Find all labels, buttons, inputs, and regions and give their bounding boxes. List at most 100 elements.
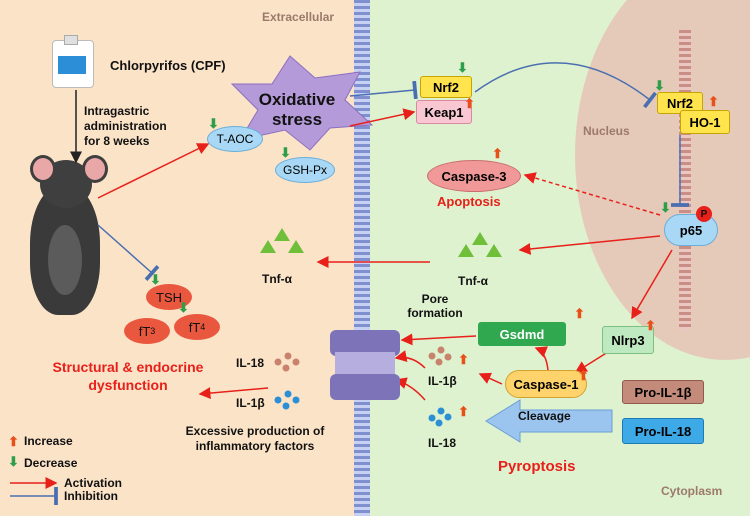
p65-to-nlrp3-arrow — [631, 249, 673, 320]
gsh-px-decrease-icon: ⬇ — [280, 145, 291, 160]
tnf-outer-triangle-3 — [288, 240, 304, 253]
ft4-label: fT — [188, 319, 201, 335]
il18-inner-dot — [444, 413, 452, 421]
caspase1-to-gsdmd-arrow — [534, 346, 549, 371]
il18-inner-label: IL-18 — [428, 436, 457, 450]
cleavage-arrow-shape — [485, 399, 613, 443]
legend-activation-label: Activation — [64, 476, 123, 490]
il1b-outer-dot — [292, 396, 300, 404]
tsh-node: TSH — [146, 284, 192, 310]
il-to-outcome-arrow — [198, 387, 269, 400]
il1b-to-membrane-arrow — [394, 350, 426, 369]
il1b-inner-dot — [437, 346, 445, 354]
oxidative-to-keap1-arrow — [349, 108, 416, 127]
caspase3-increase-icon: ⬆ — [492, 146, 503, 161]
mouse-to-oxidative-arrow — [97, 143, 210, 199]
oxidative-star-shape — [230, 55, 374, 151]
oxidative-line-2: stress — [271, 110, 323, 129]
cytoplasm-label: Cytoplasm — [661, 484, 723, 498]
pore-formation-label: Pore formation — [400, 292, 470, 320]
tnf-inner-triangle-3 — [486, 244, 502, 257]
gsdmd-to-pore-arrow — [400, 333, 477, 346]
gsh-px-node: GSH-Px — [275, 157, 335, 183]
il18-increase-icon: ⬆ — [458, 404, 469, 419]
tnf-outer-triangle-1 — [274, 228, 290, 241]
pore-channel-top — [330, 330, 400, 356]
il1b-outer-dot — [274, 396, 282, 404]
route-line-1: Intragastric — [84, 104, 150, 118]
outcome-line-2: dysfunction — [88, 377, 168, 393]
excess-line-2: inflammatory factors — [195, 439, 315, 453]
outcome-line-1: Structural & endocrine — [52, 359, 204, 375]
il18-outer-label: IL-18 — [236, 356, 265, 370]
il18-inner-dot — [428, 414, 436, 422]
il18-outer-dot — [292, 358, 300, 366]
pro-il1b-node: Pro-IL-1β — [622, 380, 704, 404]
keap1-node: Keap1 — [416, 100, 472, 124]
route-label: Intragastric administration for 8 weeks — [84, 104, 167, 149]
ho1-increase-icon: ⬆ — [708, 94, 719, 109]
mouse-belly-icon — [48, 225, 82, 295]
ft3-label: fT — [138, 323, 151, 339]
il1b-outer-dot — [284, 390, 292, 398]
mouse-right-ear-icon — [82, 155, 108, 183]
nrf2-to-nucleus-inhibition — [474, 62, 658, 109]
il18-to-membrane-arrow — [394, 377, 426, 401]
route-line-3: for 8 weeks — [84, 134, 150, 148]
mouse-to-tsh-inhibition — [97, 224, 160, 281]
p65-to-caspase3-arrow — [523, 172, 661, 216]
tnf-inner-triangle-1 — [472, 232, 488, 245]
oxidative-to-nrf2-inhibition — [349, 80, 418, 100]
nrf2-nucleus-decrease-icon: ⬇ — [654, 78, 665, 93]
pro-il18-node: Pro-IL-18 — [622, 418, 704, 444]
caspase1-node: Caspase-1 — [505, 370, 587, 398]
caspase1-to-il1b-arrow — [478, 372, 503, 385]
tnf-outer-triangle-2 — [260, 240, 276, 253]
bottle-label-icon — [58, 56, 86, 74]
ft4-subscript: 4 — [200, 322, 206, 332]
gsdmd-increase-icon: ⬆ — [574, 306, 585, 321]
il18-inner-dot — [435, 419, 443, 427]
legend-decrease-label: Decrease — [24, 456, 78, 470]
il18-outer-dot — [284, 352, 292, 360]
phospho-badge: P — [696, 206, 712, 222]
il1b-inner-label: IL-1β — [428, 374, 457, 388]
pyroptosis-label: Pyroptosis — [498, 458, 576, 475]
keap1-increase-icon: ⬆ — [464, 96, 475, 111]
t-aoc-node: T-AOC — [207, 126, 263, 152]
pore-line-1: Pore — [421, 292, 449, 306]
excessive-production-label: Excessive production of inflammatory fac… — [160, 424, 350, 454]
il1b-inner-dot — [435, 358, 443, 366]
route-line-2: administration — [84, 119, 167, 133]
nrf2-cyto-node: Nrf2 — [420, 76, 472, 98]
outcome-label: Structural & endocrine dysfunction — [28, 358, 228, 394]
legend-decrease-icon: ⬇ — [8, 454, 19, 469]
nlrp3-increase-icon: ⬆ — [645, 318, 656, 333]
il1b-increase-icon: ⬆ — [458, 352, 469, 367]
il18-inner-dot — [437, 407, 445, 415]
cpf-label: Chlorpyrifos (CPF) — [110, 58, 226, 73]
pore-channel-bottom — [330, 374, 400, 400]
tsh-decrease-icon: ⬇ — [150, 272, 161, 287]
il1b-outer-label: IL-1β — [236, 396, 265, 410]
extracellular-label: Extracellular — [262, 10, 335, 24]
ho1-node: HO-1 — [680, 110, 730, 134]
gsdmd-node: Gsdmd — [478, 322, 566, 346]
tnf-outer-label: Tnf-α — [262, 272, 293, 286]
oxidative-line-1: Oxidative — [258, 90, 336, 109]
nlrp3-to-caspase1-arrow — [574, 351, 609, 373]
legend-increase-icon: ⬆ — [8, 434, 19, 449]
p65-decrease-icon: ⬇ — [660, 200, 671, 215]
bottle-cap-icon — [64, 35, 78, 45]
apoptosis-label: Apoptosis — [437, 194, 501, 209]
tnf-inner-triangle-2 — [458, 244, 474, 257]
mouse-left-ear-icon — [30, 155, 56, 183]
il1b-inner-dot — [444, 353, 452, 361]
ft3-subscript: 3 — [150, 326, 156, 336]
tnf-inner-label: Tnf-α — [458, 274, 489, 288]
nucleus-label: Nucleus — [583, 124, 630, 138]
